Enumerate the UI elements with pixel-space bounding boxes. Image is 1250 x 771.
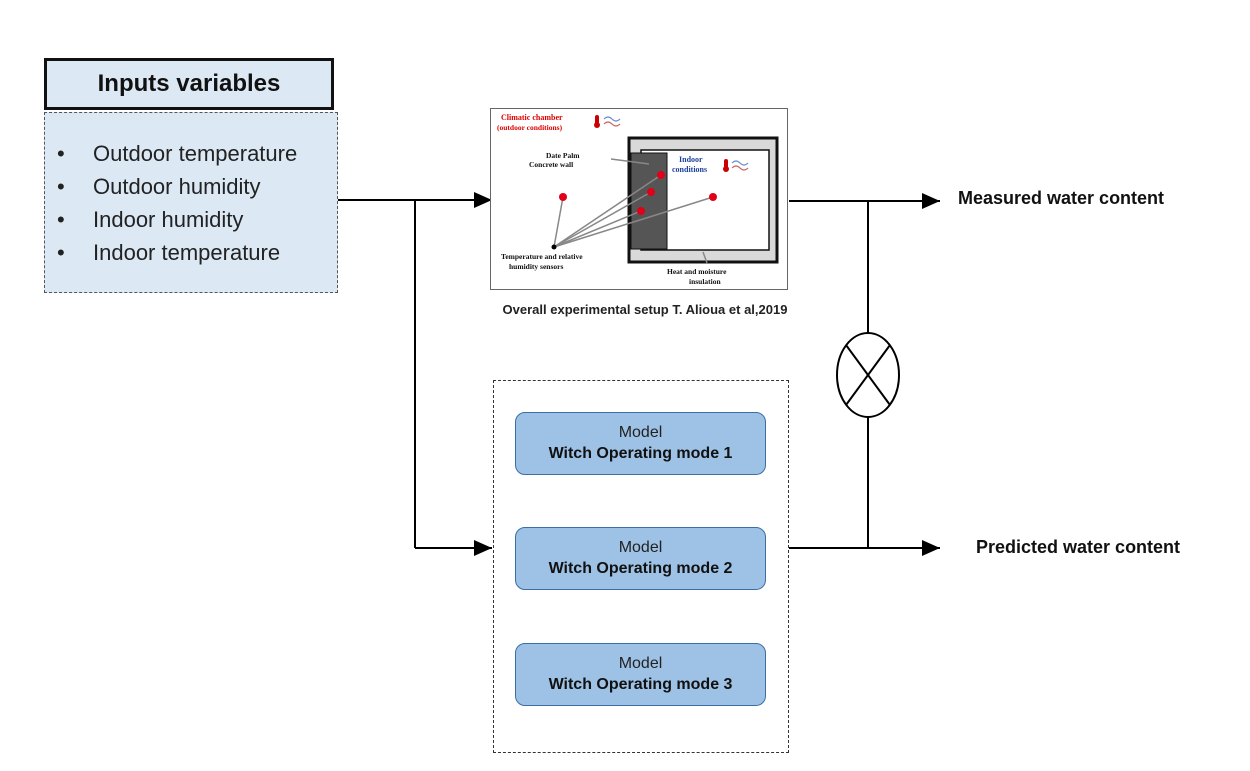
model-mode-label: Witch Operating mode 1 [548,444,733,462]
outdoor-conditions-label: (outdoor conditions) [497,123,563,132]
measured-output-label: Measured water content [958,188,1165,208]
sensors-label-1: Temperature and relative [501,252,583,261]
model-mode-label: Witch Operating mode 2 [548,559,733,577]
experimental-setup-figure: Climatic chamber (outdoor conditions) Da… [490,108,788,290]
setup-caption: Overall experimental setup T. Alioua et … [502,302,788,317]
model-box-2: Model Witch Operating mode 2 [515,527,766,590]
model-label: Model [618,538,663,556]
predicted-output-label: Predicted water content [976,537,1181,557]
input-item: Indoor humidity [57,203,337,236]
input-item: Indoor temperature [57,236,337,269]
input-item: Outdoor humidity [57,170,337,203]
inputs-list: Outdoor temperature Outdoor humidity Ind… [44,112,338,293]
input-item: Outdoor temperature [57,137,337,170]
model-box-1: Model Witch Operating mode 1 [515,412,766,475]
inputs-title: Inputs variables [44,58,334,110]
wall-label-1: Date Palm [546,151,580,160]
humidity-wave-icon [603,116,621,122]
insulation-label-2: insulation [689,277,722,286]
indoor-label-1: Indoor [679,155,703,164]
wall-label-2: Concrete wall [529,160,573,169]
model-mode-label: Witch Operating mode 3 [548,675,733,693]
sensors-label-2: humidity sensors [509,262,563,271]
model-group [493,380,789,753]
thermometer-icon [723,159,729,172]
insulation-label-1: Heat and moisture [667,267,727,276]
climatic-chamber-label: Climatic chamber [501,113,563,122]
model-label: Model [618,654,663,672]
comparator-symbol [836,332,900,418]
indoor-label-2: conditions [672,165,707,174]
model-box-3: Model Witch Operating mode 3 [515,643,766,706]
thermometer-icon [594,115,600,128]
model-label: Model [618,423,663,441]
humidity-wave-icon [731,160,749,166]
